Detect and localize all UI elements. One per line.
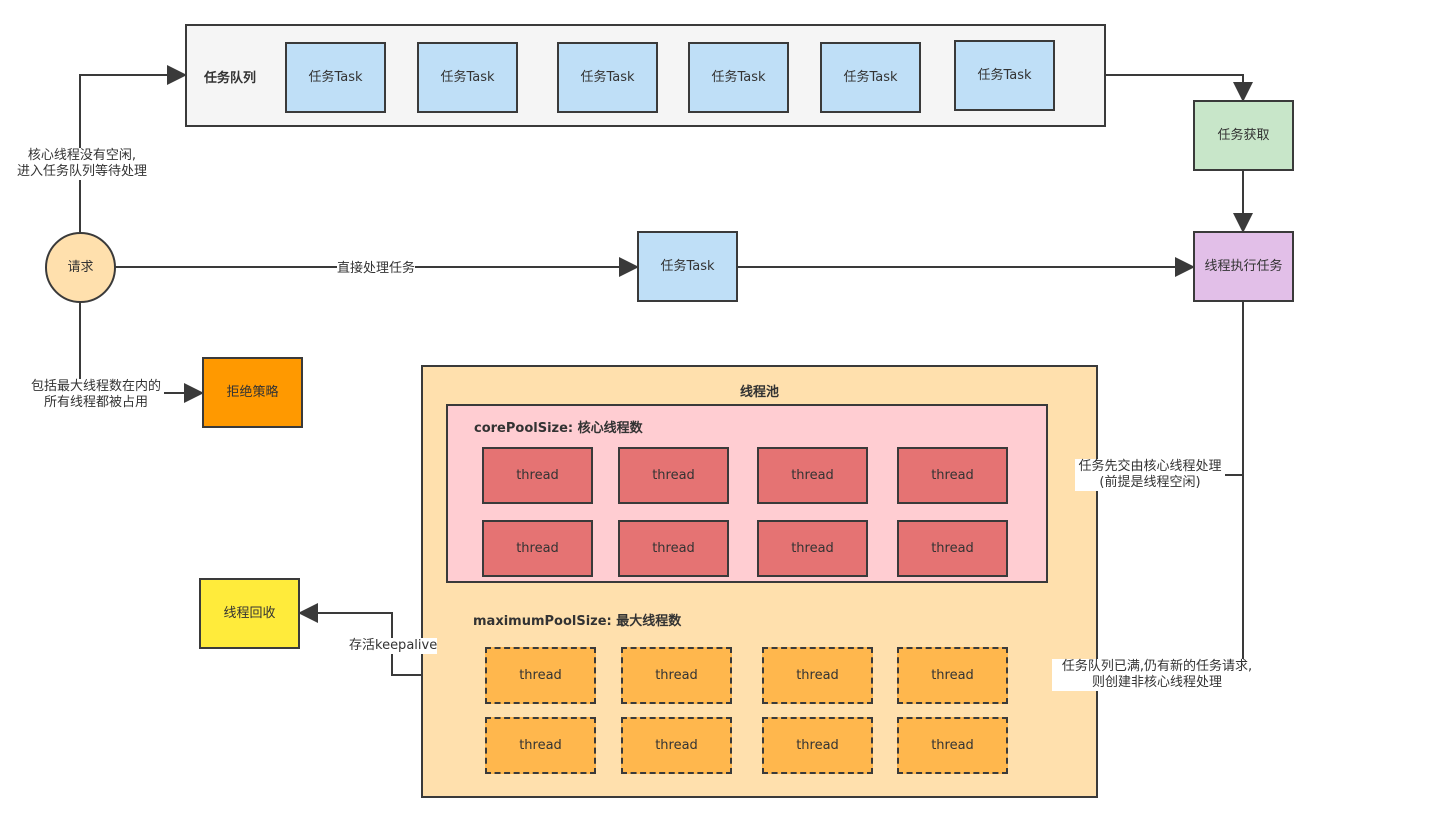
edge-label-to-queue-line2: 进入任务队列等待处理 (16, 164, 147, 179)
edge-label-to-queue-line1: 核心线程没有空闲, (27, 148, 137, 163)
core-thread: thread (757, 447, 868, 504)
queue-task-4: 任务Task (688, 42, 789, 113)
task-queue-title: 任务队列 (204, 71, 257, 86)
edge-label-reject: 包括最大线程数在内的 所有线程都被占用 (28, 379, 164, 411)
edge-label-max-line2: 则创建非核心线程处理 (1091, 675, 1222, 690)
core-thread: thread (897, 520, 1008, 577)
thread-pool-title: 线程池 (739, 385, 779, 400)
edge-label-reject-line2: 所有线程都被占用 (43, 395, 148, 410)
core-pool-title: corePoolSize: 核心线程数 (474, 421, 643, 436)
queue-task-5: 任务Task (820, 42, 921, 113)
max-thread: thread (762, 647, 873, 704)
max-thread: thread (621, 647, 732, 704)
core-thread: thread (482, 447, 593, 504)
thread-recycle-node: 线程回收 (199, 578, 300, 649)
edge-queue-to-fetch (1105, 74, 1253, 102)
request-node: 请求 (45, 232, 116, 303)
reject-policy-node: 拒绝策略 (202, 357, 303, 428)
edge-label-reject-line1: 包括最大线程数在内的 (30, 379, 161, 394)
core-thread: thread (897, 447, 1008, 504)
core-thread: thread (482, 520, 593, 577)
edge-label-core-line2: (前提是线程空闲) (1099, 475, 1201, 490)
edge-label-keepalive: 存活keepalive (349, 638, 438, 654)
core-thread: thread (618, 520, 729, 577)
max-pool-title: maximumPoolSize: 最大线程数 (473, 614, 682, 629)
queue-task-6: 任务Task (954, 40, 1055, 111)
max-thread: thread (621, 717, 732, 774)
queue-task-2: 任务Task (417, 42, 518, 113)
edge-label-max-line1: 任务队列已满,仍有新的任务请求, (1061, 659, 1253, 674)
thread-exec-node: 线程执行任务 (1193, 231, 1294, 302)
direct-task-node: 任务Task (637, 231, 738, 302)
edge-label-core-line1: 任务先交由核心线程处理 (1078, 459, 1222, 474)
core-thread: thread (618, 447, 729, 504)
max-thread: thread (485, 717, 596, 774)
edge-label-to-queue: 核心线程没有空闲, 进入任务队列等待处理 (12, 148, 152, 180)
max-thread: thread (897, 717, 1008, 774)
edge-label-direct: 直接处理任务 (337, 261, 416, 277)
core-thread: thread (757, 520, 868, 577)
max-thread: thread (897, 647, 1008, 704)
max-thread: thread (485, 647, 596, 704)
queue-task-3: 任务Task (557, 42, 658, 113)
queue-task-1: 任务Task (285, 42, 386, 113)
max-thread: thread (762, 717, 873, 774)
edge-label-max: 任务队列已满,仍有新的任务请求, 则创建非核心线程处理 (1052, 659, 1262, 691)
edge-label-core: 任务先交由核心线程处理 (前提是线程空闲) (1075, 459, 1225, 491)
task-fetch-node: 任务获取 (1193, 100, 1294, 171)
